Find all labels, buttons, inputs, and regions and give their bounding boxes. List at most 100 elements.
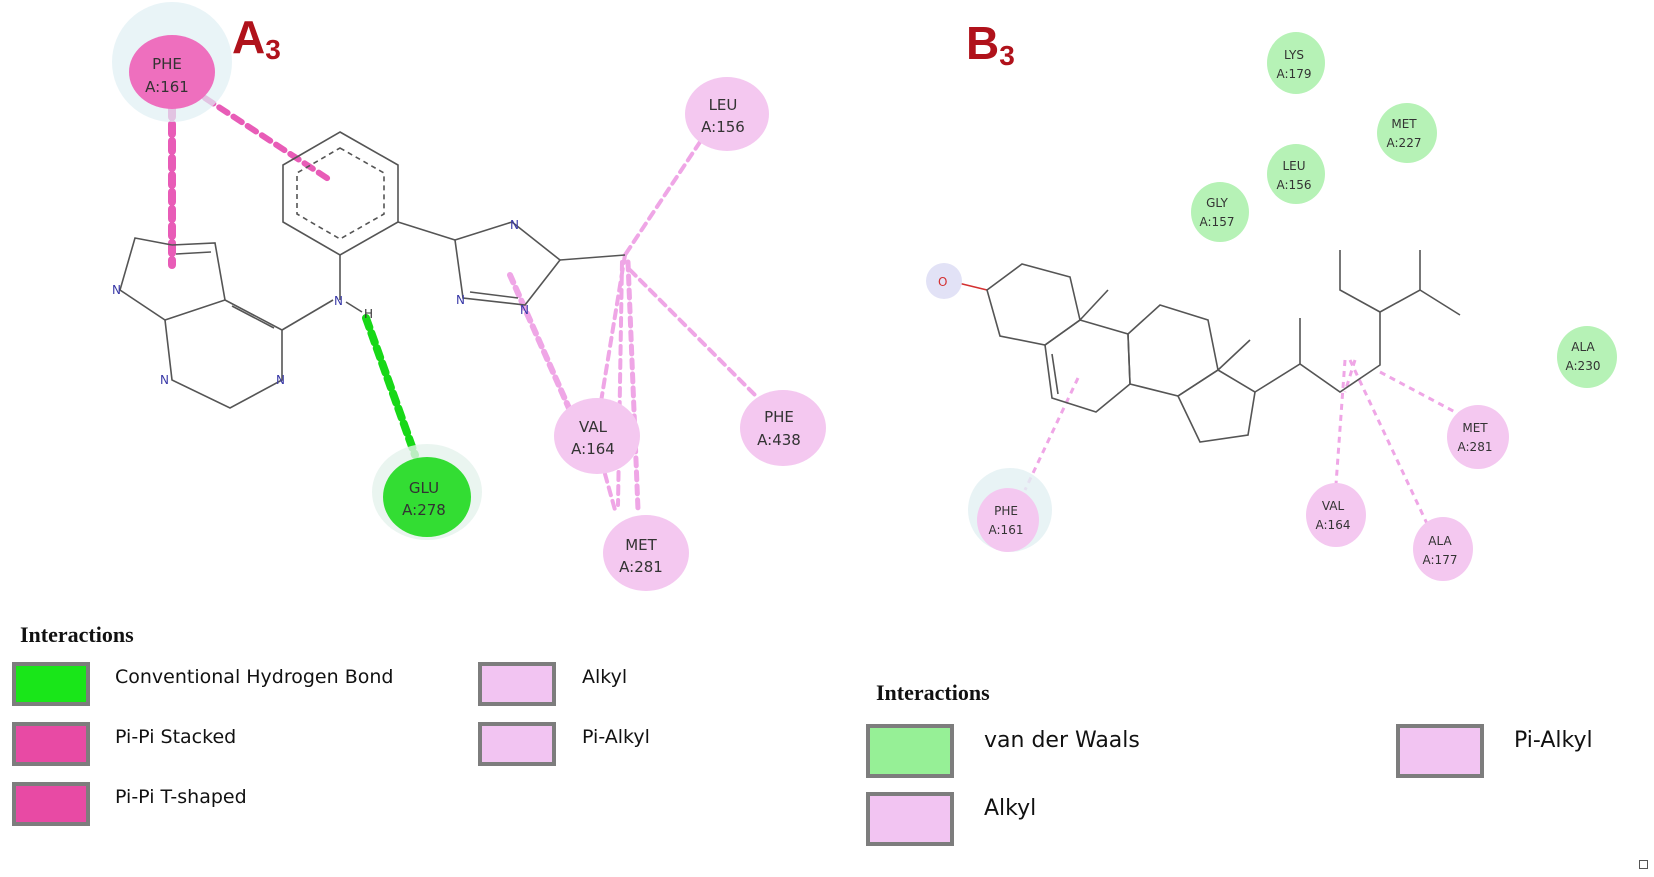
legend-swatch-pi-alkyl — [478, 722, 556, 766]
ethyl-branch — [1339, 250, 1381, 313]
residue-nodes-a3: PHE A:161 LEU A:156 VAL A:164 PHE A:438 … — [112, 2, 826, 591]
residue-id: A:281 — [619, 558, 663, 576]
residue-name: ALA — [1571, 340, 1595, 354]
pyrimidine-ring — [164, 299, 283, 409]
methyl-bond — [1217, 339, 1251, 371]
methyl-bond — [559, 254, 626, 261]
residue-id: A:438 — [757, 431, 801, 449]
alkyl-line — [1023, 377, 1080, 491]
residue-name: LEU — [1282, 159, 1305, 173]
residue-id: A:164 — [1316, 518, 1351, 532]
residue-id: A:278 — [402, 501, 446, 519]
residue-node-leu156[interactable] — [685, 77, 769, 151]
legend-label: Pi-Alkyl — [582, 726, 650, 748]
benzene-ring — [282, 131, 399, 256]
methyl-bond — [1079, 289, 1109, 321]
residue-name: MET — [1391, 117, 1417, 131]
residue-node-met281[interactable] — [1447, 405, 1509, 469]
legend-title: Interactions — [876, 680, 990, 705]
panel-label-letter: A — [232, 11, 266, 63]
atom-label: N — [334, 294, 343, 308]
residue-name: LYS — [1284, 48, 1304, 62]
resize-handle-icon — [1639, 860, 1648, 869]
legend-label: van der Waals — [984, 728, 1140, 753]
ring-c — [1127, 304, 1219, 397]
atom-label: H — [364, 307, 373, 321]
h-bond-stub — [345, 301, 363, 313]
atom-label: N — [510, 218, 519, 232]
residue-name: VAL — [1322, 499, 1345, 513]
side-chain — [1254, 289, 1461, 393]
residue-node-lys179[interactable] — [1267, 32, 1325, 94]
legend-swatch-pi-alkyl — [1396, 724, 1484, 778]
residue-id: A:230 — [1566, 359, 1601, 373]
atom-labels-a3: N N N N N N N H — [112, 218, 529, 387]
legend-label: Pi-Pi T-shaped — [115, 786, 247, 808]
residue-node-val164[interactable] — [554, 398, 640, 474]
oxygen-halo — [926, 263, 962, 299]
residue-node-phe161[interactable] — [129, 35, 215, 109]
ring-b-double-bond — [1051, 353, 1059, 395]
residue-name: LEU — [709, 96, 738, 114]
atom-label: O — [938, 275, 947, 289]
panel-label-subscript: 3 — [999, 40, 1015, 71]
alkyl-line — [625, 259, 641, 513]
bridge-bond — [397, 221, 456, 241]
residue-node-leu156[interactable] — [1267, 144, 1325, 204]
ring-double-bond — [469, 291, 519, 299]
legend-label: Alkyl — [984, 796, 1037, 821]
alkyl-line — [1333, 359, 1347, 499]
panel-label-subscript: 3 — [265, 34, 281, 65]
ligand-a3 — [119, 131, 626, 409]
atom-label: N — [276, 373, 285, 387]
panel-b3-diagram: O LYS A:179 MET A:227 LEU A:156 GLY A:15… — [926, 32, 1617, 581]
residue-node-ala230[interactable] — [1557, 326, 1617, 388]
pyrimidine-double-bond — [231, 305, 275, 329]
ring-a — [986, 263, 1081, 346]
residue-node-glu278[interactable] — [383, 457, 471, 537]
legend-label: Conventional Hydrogen Bond — [115, 666, 394, 688]
residue-nodes-b3: LYS A:179 MET A:227 LEU A:156 GLY A:157 … — [968, 32, 1617, 581]
atom-label: N — [160, 373, 169, 387]
residue-node-val164[interactable] — [1306, 483, 1366, 547]
ligand-b3: O — [926, 250, 1461, 443]
residue-id: A:177 — [1423, 553, 1458, 567]
residue-node-gly157[interactable] — [1191, 182, 1249, 242]
residue-name: MET — [1462, 421, 1488, 435]
residue-name: PHE — [152, 55, 182, 73]
residue-id: A:227 — [1387, 136, 1422, 150]
legend-swatch-hbond — [12, 662, 90, 706]
residue-id: A:156 — [1277, 178, 1312, 192]
panel-label-letter: B — [966, 17, 1000, 69]
residue-node-phe438[interactable] — [740, 390, 826, 466]
interaction-lines-b3 — [1023, 359, 1471, 531]
residue-name: GLY — [1206, 196, 1228, 210]
residue-name: ALA — [1428, 534, 1452, 548]
pyrrole-double-bond — [175, 251, 212, 255]
legend-swatch-vdw — [866, 724, 954, 778]
triazoline-ring — [454, 221, 562, 306]
residue-id: A:161 — [145, 78, 189, 96]
ring-b — [1044, 319, 1131, 413]
panel-label-a3: A3 — [232, 14, 281, 64]
interaction-lines-a3 — [168, 86, 757, 513]
atom-label: N — [112, 283, 121, 297]
residue-id: A:164 — [571, 440, 615, 458]
panel-label-b3: B3 — [966, 20, 1015, 70]
residue-id: A:156 — [701, 118, 745, 136]
legend-swatch-alkyl — [866, 792, 954, 846]
residue-node-ala177[interactable] — [1413, 517, 1473, 581]
legend-swatch-pi-tshaped — [12, 782, 90, 826]
atom-label: N — [456, 293, 465, 307]
legend-swatch-pi-stacked — [12, 722, 90, 766]
residue-node-met281[interactable] — [603, 515, 689, 591]
residue-node-met227[interactable] — [1377, 103, 1437, 163]
residue-name: MET — [625, 536, 657, 554]
residue-id: A:281 — [1458, 440, 1493, 454]
residue-name: GLU — [409, 479, 439, 497]
benzene-aromatic-circle — [296, 147, 385, 240]
alkyl-line — [507, 272, 575, 418]
hbond-line — [362, 314, 419, 459]
residue-node-phe161[interactable] — [977, 488, 1039, 552]
